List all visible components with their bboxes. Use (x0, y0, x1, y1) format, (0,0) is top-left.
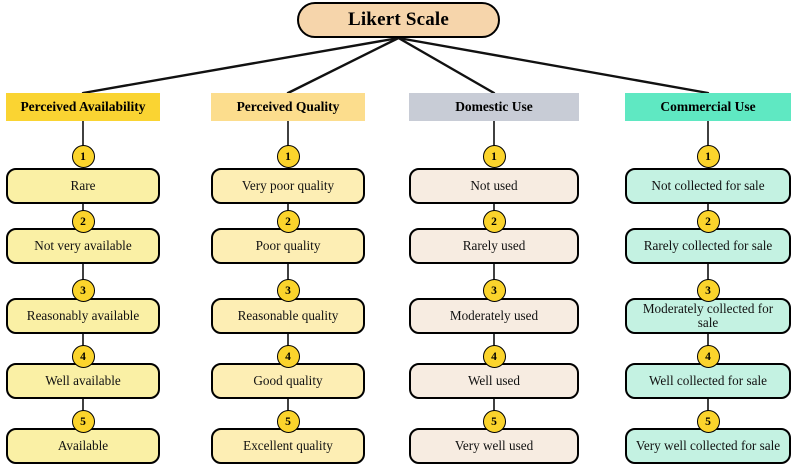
scale-item-c2-1[interactable]: Very poor quality (211, 168, 365, 204)
scale-number-badge-c3-5: 5 (482, 410, 506, 433)
scale-number-badge-c1-4: 4 (71, 345, 95, 368)
scale-number-label: 1 (80, 150, 86, 163)
scale-item-label: Very well used (454, 438, 534, 454)
scale-item-c4-1[interactable]: Not collected for sale (625, 168, 791, 204)
scale-number-label: 1 (491, 150, 497, 163)
scale-number-badge-c1-1: 1 (71, 145, 95, 168)
scale-item-c1-4[interactable]: Well available (6, 363, 160, 399)
scale-item-c2-2[interactable]: Poor quality (211, 228, 365, 264)
scale-item-label: Not very available (34, 238, 132, 254)
column-header-1[interactable]: Perceived Availability (6, 93, 160, 121)
scale-item-c1-3[interactable]: Reasonably available (6, 298, 160, 334)
scale-number-label: 4 (80, 350, 86, 363)
scale-item-c4-2[interactable]: Rarely collected for sale (625, 228, 791, 264)
column-header-label: Perceived Availability (20, 99, 146, 114)
scale-number-badge-c1-5: 5 (71, 410, 95, 433)
scale-item-label: Available (57, 438, 109, 454)
column-header-2[interactable]: Perceived Quality (211, 93, 365, 121)
scale-number-label: 4 (491, 350, 497, 363)
scale-item-label: Well available (45, 373, 121, 389)
scale-number-label: 2 (705, 215, 711, 228)
scale-number-label: 4 (705, 350, 711, 363)
scale-number-badge-c4-2: 2 (696, 210, 720, 233)
scale-item-c1-2[interactable]: Not very available (6, 228, 160, 264)
scale-item-label: Very poor quality (241, 178, 335, 194)
scale-number-badge-c2-1: 1 (276, 145, 300, 168)
scale-item-label: Rarely used (462, 238, 526, 254)
scale-number-badge-c3-3: 3 (482, 279, 506, 302)
scale-item-c3-3[interactable]: Moderately used (409, 298, 579, 334)
column-header-label: Domestic Use (455, 99, 533, 114)
scale-number-badge-c2-2: 2 (276, 210, 300, 233)
root-node-likert-scale: Likert Scale (297, 2, 500, 38)
scale-item-c2-3[interactable]: Reasonable quality (211, 298, 365, 334)
scale-item-c2-4[interactable]: Good quality (211, 363, 365, 399)
scale-item-label: Not used (470, 178, 518, 194)
scale-item-label: Poor quality (255, 238, 321, 254)
scale-number-label: 5 (80, 415, 86, 428)
scale-item-c3-4[interactable]: Well used (409, 363, 579, 399)
scale-number-label: 5 (285, 415, 291, 428)
scale-number-badge-c2-3: 3 (276, 279, 300, 302)
scale-number-label: 3 (285, 284, 291, 297)
scale-item-label: Rarely collected for sale (643, 238, 773, 254)
scale-number-label: 2 (285, 215, 291, 228)
scale-item-c2-5[interactable]: Excellent quality (211, 428, 365, 464)
root-node-label: Likert Scale (347, 9, 450, 30)
scale-number-label: 2 (80, 215, 86, 228)
scale-item-c3-1[interactable]: Not used (409, 168, 579, 204)
scale-number-label: 5 (705, 415, 711, 428)
scale-item-label: Moderately collected for sale (642, 301, 774, 330)
scale-number-badge-c3-2: 2 (482, 210, 506, 233)
scale-number-badge-c3-1: 1 (482, 145, 506, 168)
column-header-4[interactable]: Commercial Use (625, 93, 791, 121)
scale-item-c4-4[interactable]: Well collected for sale (625, 363, 791, 399)
scale-item-label: Excellent quality (243, 438, 333, 454)
scale-number-label: 4 (285, 350, 291, 363)
scale-number-badge-c4-3: 3 (696, 279, 720, 302)
scale-item-label: Not collected for sale (651, 178, 765, 194)
scale-item-c3-2[interactable]: Rarely used (409, 228, 579, 264)
scale-item-label: Well used (467, 373, 521, 389)
scale-number-label: 3 (80, 284, 86, 297)
column-header-label: Perceived Quality (236, 99, 340, 114)
scale-item-label: Reasonable quality (237, 308, 339, 324)
scale-number-badge-c1-3: 3 (71, 279, 95, 302)
scale-item-c3-5[interactable]: Very well used (409, 428, 579, 464)
scale-number-label: 3 (705, 284, 711, 297)
scale-item-label: Well collected for sale (649, 373, 767, 389)
column-header-3[interactable]: Domestic Use (409, 93, 579, 121)
scale-number-badge-c1-2: 2 (71, 210, 95, 233)
scale-number-label: 1 (285, 150, 291, 163)
scale-number-badge-c4-4: 4 (696, 345, 720, 368)
scale-number-badge-c2-4: 4 (276, 345, 300, 368)
scale-number-badge-c4-1: 1 (696, 145, 720, 168)
scale-number-label: 3 (491, 284, 497, 297)
scale-item-c4-3[interactable]: Moderately collected for sale (625, 298, 791, 334)
scale-item-label: Reasonably available (26, 308, 140, 324)
scale-item-c4-5[interactable]: Very well collected for sale (625, 428, 791, 464)
scale-item-label: Good quality (253, 373, 323, 389)
column-header-label: Commercial Use (660, 99, 756, 114)
scale-number-label: 5 (491, 415, 497, 428)
scale-item-c1-5[interactable]: Available (6, 428, 160, 464)
scale-number-label: 2 (491, 215, 497, 228)
scale-item-label: Moderately used (449, 308, 539, 324)
scale-item-label: Very well collected for sale (635, 438, 781, 454)
scale-number-badge-c3-4: 4 (482, 345, 506, 368)
scale-item-c1-1[interactable]: Rare (6, 168, 160, 204)
scale-item-label: Rare (70, 178, 96, 194)
scale-number-badge-c2-5: 5 (276, 410, 300, 433)
scale-number-badge-c4-5: 5 (696, 410, 720, 433)
scale-number-label: 1 (705, 150, 711, 163)
